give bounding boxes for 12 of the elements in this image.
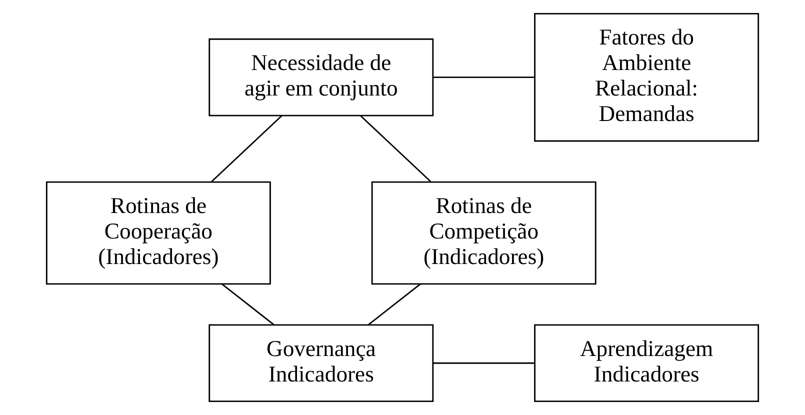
connector: [368, 283, 421, 326]
connector: [211, 115, 282, 182]
node-box: Aprendizagem Indicadores: [534, 324, 760, 402]
node-box: Governança Indicadores: [208, 324, 434, 402]
node-box: Necessidade de agir em conjunto: [208, 38, 434, 116]
connector: [221, 283, 274, 326]
node-box: Rotinas de Cooperação (Indicadores): [46, 181, 271, 285]
connector: [360, 115, 432, 182]
node-box: Rotinas de Competição (Indicadores): [371, 181, 596, 285]
connector: [433, 76, 535, 78]
connector: [433, 362, 535, 364]
node-box: Fatores do Ambiente Relacional: Demandas: [534, 12, 760, 142]
